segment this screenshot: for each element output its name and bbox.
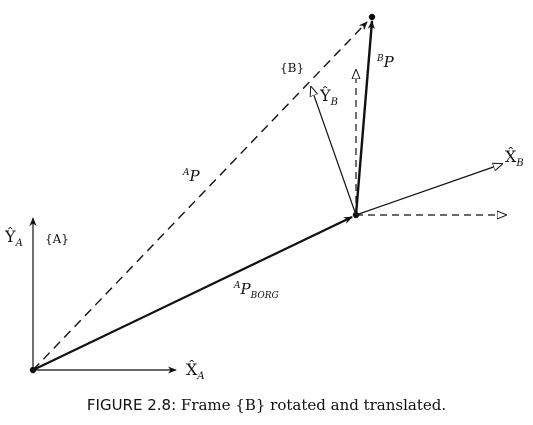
bp-label: BP [376,53,395,71]
point-p-dot [368,13,376,21]
figure-caption: FIGURE 2.8: Frame {B} rotated and transl… [0,396,533,414]
x-a-label: X̂A [186,360,205,382]
ap-label: AP [182,167,201,185]
x-b-label: X̂B [505,147,524,169]
bp-vector [354,20,375,216]
figure-caption-label: FIGURE 2.8: [86,396,177,414]
x-b-axis [355,164,502,216]
ap-borg-vector [32,216,353,371]
y-b-label: ŶB [319,85,338,108]
figure-caption-text: Frame {B} rotated and translated. [180,396,447,414]
y-a-label: ŶA [4,226,23,249]
ap-borg-label: APBORG [233,280,279,301]
y-b-axis [311,87,357,216]
ap-vector [32,21,368,371]
frame-b-label: {B} [280,61,304,75]
frame-a-label: {A} [45,232,69,246]
